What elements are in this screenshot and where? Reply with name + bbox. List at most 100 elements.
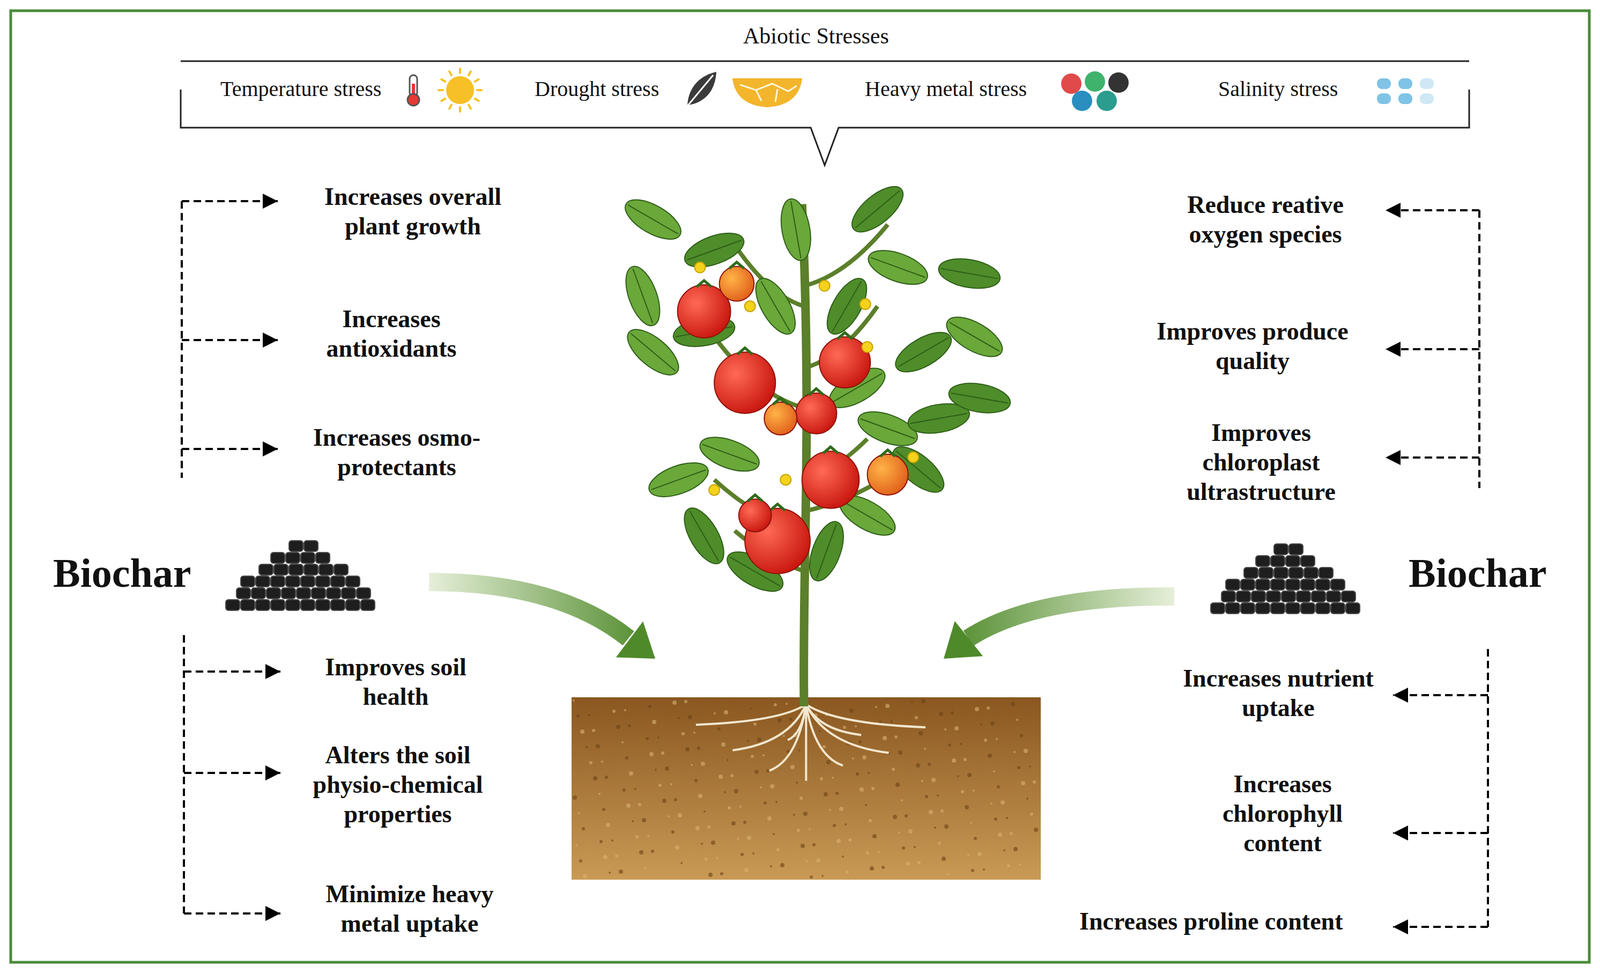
- tomato: [795, 393, 837, 434]
- soil-speck: [588, 713, 591, 716]
- soil-speck: [749, 707, 752, 710]
- soil-speck: [821, 874, 824, 877]
- soil-speck: [894, 735, 898, 739]
- soil-speck: [769, 864, 773, 868]
- tomato-calyx: [696, 280, 712, 287]
- bracket-top-line: [180, 60, 1470, 63]
- sun-ray: [441, 79, 446, 82]
- biochar-pile-left: [225, 540, 375, 611]
- leaf-midrib: [949, 322, 1000, 352]
- soil-speck: [924, 794, 929, 798]
- tomato: [738, 499, 772, 532]
- heavy-metal-ion: [1084, 71, 1106, 92]
- leaf-midrib: [632, 268, 653, 323]
- tomato: [867, 454, 909, 495]
- leaf-blade: [863, 243, 932, 292]
- soil: [571, 697, 1041, 880]
- soil-speck: [684, 699, 688, 703]
- soil-speck: [941, 856, 946, 861]
- soil-speck: [892, 814, 898, 819]
- soil-speck: [882, 735, 887, 740]
- soil-speck: [931, 777, 936, 782]
- biochar-pellet: [1345, 602, 1360, 614]
- heavy-metal-ion: [1061, 73, 1082, 94]
- soil-speck: [621, 741, 624, 744]
- arrow-head: [616, 620, 656, 659]
- leaf-midrib: [870, 257, 925, 278]
- soil-speck: [1016, 718, 1019, 721]
- soil-speck: [654, 768, 657, 771]
- soil-speck: [971, 868, 975, 872]
- soil-speck: [937, 841, 942, 845]
- soil-cracks: [739, 83, 797, 102]
- soil-speck: [908, 828, 913, 834]
- biochar-pellet: [251, 587, 266, 599]
- leaf: [747, 272, 804, 340]
- biochar-pellet: [341, 587, 356, 599]
- soil-speck: [753, 722, 757, 726]
- biochar-pellet: [330, 575, 345, 587]
- soil-speck: [603, 854, 608, 859]
- biochar-pellet: [289, 540, 303, 552]
- sun-ray: [475, 98, 479, 101]
- soil-speck: [951, 758, 957, 763]
- biochar-pellet: [1330, 579, 1345, 590]
- dashed-brackets: [181, 201, 1488, 927]
- biochar-pellet: [1304, 567, 1318, 579]
- root: [805, 704, 862, 735]
- biochar-pellet: [1255, 602, 1270, 614]
- soil-speck: [608, 871, 611, 874]
- dashed-arrow: [183, 771, 281, 774]
- biochar-pellet: [1251, 590, 1266, 602]
- soil-speck: [638, 802, 642, 806]
- soil-speck: [582, 873, 588, 879]
- leaf-midrib: [842, 500, 893, 530]
- soil-speck: [959, 742, 962, 745]
- soil-speck: [855, 772, 859, 776]
- soil-speck: [717, 727, 721, 731]
- cracked-soil-icon: [732, 78, 803, 108]
- soil-speck: [789, 717, 793, 721]
- flower: [862, 341, 873, 353]
- effect-text: Increases osmo-protectants: [289, 422, 505, 482]
- leaf-blade: [776, 196, 816, 263]
- soil-speck: [818, 729, 821, 732]
- biochar-pellet: [240, 575, 255, 587]
- soil-speck: [982, 868, 985, 871]
- biochar-pellet: [356, 587, 371, 599]
- biochar-pellet: [1270, 555, 1285, 567]
- effect-text: Improves soil health: [304, 652, 487, 711]
- green-arrow-left: [428, 581, 656, 659]
- biochar-pellet: [1273, 567, 1288, 579]
- biochar-pellet: [311, 587, 326, 599]
- soil-speck: [977, 851, 982, 856]
- soil-speck: [710, 840, 716, 845]
- biochar-pellet: [315, 599, 330, 611]
- leaf: [776, 196, 816, 263]
- soil-speck: [921, 779, 924, 782]
- soil-speck: [841, 855, 844, 858]
- tomato: [719, 266, 755, 302]
- soil-speck: [648, 704, 652, 708]
- soil-speck: [1020, 780, 1026, 785]
- soil-speck: [681, 731, 685, 736]
- soil-speck: [635, 834, 639, 839]
- soil-speck: [923, 747, 927, 750]
- soil-speck: [708, 872, 713, 877]
- stress-label: Heavy metal stress: [864, 76, 1027, 102]
- biochar-pellet: [255, 575, 270, 587]
- biochar-pellet: [1326, 590, 1341, 602]
- biochar-pellet: [345, 575, 360, 587]
- soil-speck: [913, 845, 916, 848]
- soil-speck: [835, 791, 839, 795]
- soil-speck: [649, 751, 654, 757]
- dashed-line: [182, 634, 185, 914]
- biochar-pellet: [345, 599, 360, 611]
- leaf-blade: [889, 324, 958, 380]
- soil-speck: [631, 819, 634, 822]
- stress-label: Temperature stress: [220, 76, 382, 102]
- soil-speck: [739, 805, 742, 808]
- biochar-pellet: [319, 564, 333, 575]
- biochar-pellet: [270, 575, 285, 587]
- soil-speck: [990, 721, 995, 726]
